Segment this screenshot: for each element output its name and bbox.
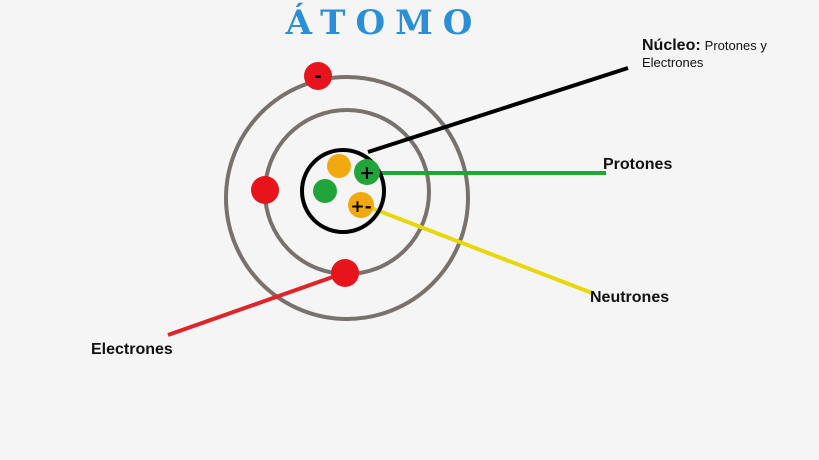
electrons-label: Electrones [91, 341, 173, 358]
neutron-charge-sign: +- [350, 197, 371, 217]
proton-particle [313, 179, 337, 203]
nucleus-pointer-line [367, 66, 629, 154]
proton-particle-marked [354, 159, 380, 185]
nucleus-ring [300, 148, 386, 234]
diagram-title: ÁTOMO [285, 2, 483, 43]
proton-plus-sign: + [359, 162, 375, 184]
electron-particle-left [251, 176, 279, 204]
electron-particle-top [304, 62, 332, 90]
protons-label: Protones [603, 156, 672, 173]
outer-orbit [224, 75, 470, 321]
nucleus-label-bold: Núcleo: [642, 37, 701, 54]
nucleus-label: Núcleo: Protones y [642, 37, 767, 54]
neutron-pointer-line [365, 204, 593, 295]
nucleus-label-line1: Protones y [705, 38, 768, 53]
electron-minus-sign: - [314, 66, 321, 87]
nucleus-label-line2: Electrones [642, 55, 704, 70]
neutron-particle-marked [348, 192, 374, 218]
electron-pointer-line [167, 271, 345, 337]
inner-orbit [263, 108, 431, 276]
neutrons-label: Neutrones [590, 289, 669, 306]
electron-particle-bottom [331, 259, 359, 287]
neutron-particle [327, 154, 351, 178]
